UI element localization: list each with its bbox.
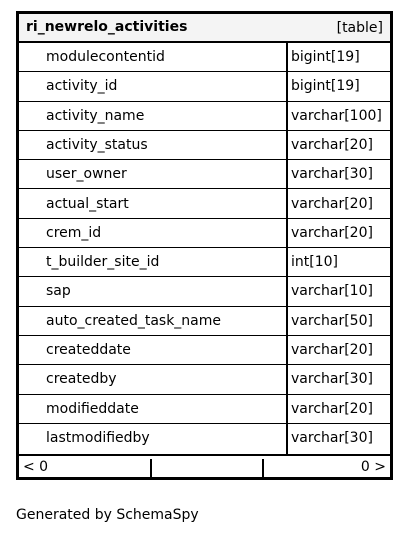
column-row: actual_start varchar[20] bbox=[19, 190, 390, 219]
column-name: sap bbox=[46, 283, 71, 300]
column-type: varchar[10] bbox=[291, 283, 373, 300]
column-row: t_builder_site_id int[10] bbox=[19, 248, 390, 278]
column-row: modulecontentid bigint[19] bbox=[19, 43, 390, 73]
column-name: actual_start bbox=[46, 195, 129, 212]
column-type: varchar[20] bbox=[291, 400, 373, 417]
column-type: bigint[19] bbox=[291, 78, 360, 95]
column-type: varchar[20] bbox=[291, 224, 373, 241]
column-type: varchar[30] bbox=[291, 371, 373, 388]
child-count: 0 > bbox=[360, 459, 386, 475]
table-type-label: [table] bbox=[336, 20, 383, 36]
column-row: activity_status varchar[20] bbox=[19, 131, 390, 161]
table-footer: < 0 0 > bbox=[19, 454, 390, 480]
column-row: auto_created_task_name varchar[50] bbox=[19, 307, 390, 336]
column-divider bbox=[286, 43, 288, 454]
column-row: user_owner varchar[30] bbox=[19, 160, 390, 190]
column-row: activity_name varchar[100] bbox=[19, 102, 390, 131]
column-name: modulecontentid bbox=[46, 49, 165, 65]
column-type: bigint[19] bbox=[291, 49, 360, 65]
column-row: crem_id varchar[20] bbox=[19, 219, 390, 249]
column-name: crem_id bbox=[46, 224, 102, 241]
column-name: auto_created_task_name bbox=[46, 312, 222, 329]
column-name: t_builder_site_id bbox=[46, 254, 160, 271]
column-type: varchar[20] bbox=[291, 195, 373, 212]
column-name: lastmodifiedby bbox=[46, 429, 150, 446]
table-node: ri_newrelo_activities [table] modulecont… bbox=[16, 11, 393, 480]
column-row: sap varchar[10] bbox=[19, 277, 390, 307]
column-name: modifieddate bbox=[46, 400, 139, 417]
column-type: varchar[20] bbox=[291, 342, 373, 358]
column-type: varchar[30] bbox=[291, 166, 373, 183]
footer-divider bbox=[262, 459, 264, 479]
parent-count: < 0 bbox=[23, 459, 49, 475]
column-name: activity_name bbox=[46, 107, 145, 124]
column-row: activity_id bigint[19] bbox=[19, 72, 390, 102]
column-type: varchar[20] bbox=[291, 136, 373, 153]
column-row: createddate varchar[20] bbox=[19, 336, 390, 366]
column-type: int[10] bbox=[291, 254, 338, 271]
generated-by-caption: Generated by SchemaSpy bbox=[16, 507, 199, 523]
column-type: varchar[100] bbox=[291, 107, 382, 124]
column-row: modifieddate varchar[20] bbox=[19, 395, 390, 424]
table-header: ri_newrelo_activities [table] bbox=[19, 14, 390, 43]
column-name: createdby bbox=[46, 371, 117, 388]
column-type: varchar[50] bbox=[291, 312, 373, 329]
column-name: user_owner bbox=[46, 166, 127, 183]
column-name: createddate bbox=[46, 342, 131, 358]
column-type: varchar[30] bbox=[291, 429, 373, 446]
column-name: activity_id bbox=[46, 78, 118, 95]
table-name: ri_newrelo_activities bbox=[26, 19, 188, 35]
column-row: createdby varchar[30] bbox=[19, 365, 390, 395]
column-name: activity_status bbox=[46, 136, 148, 153]
column-row: lastmodifiedby varchar[30] bbox=[19, 424, 390, 453]
footer-divider bbox=[150, 459, 152, 479]
